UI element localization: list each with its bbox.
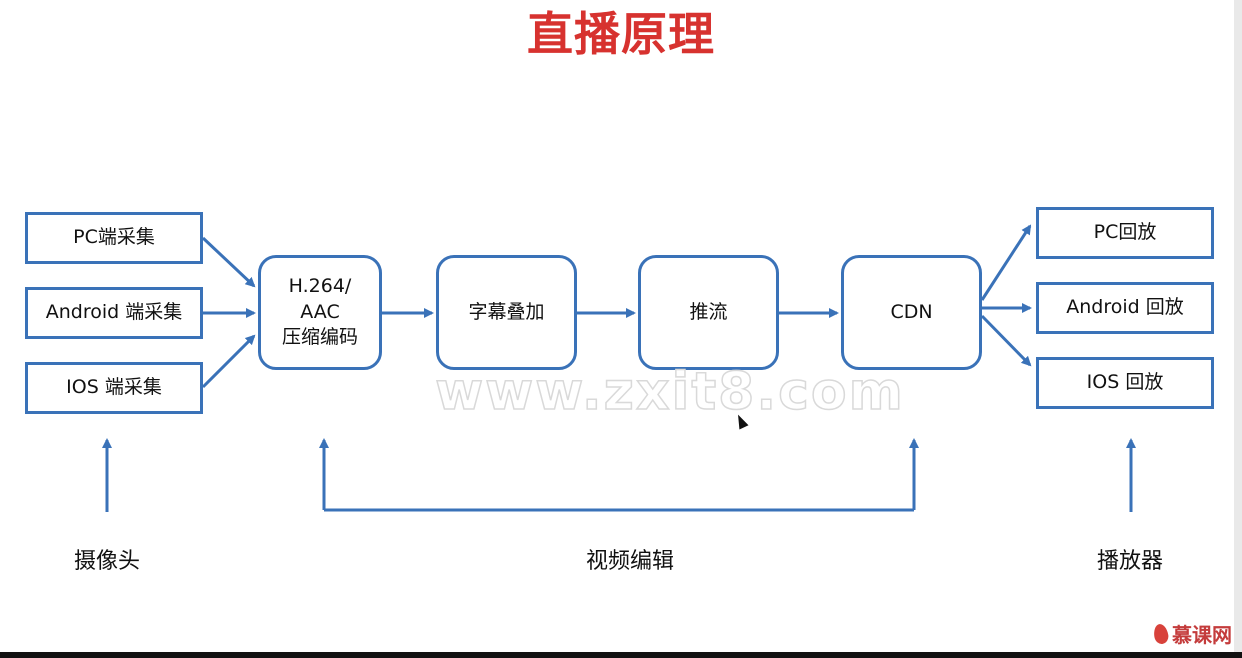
source-ios-label: IOS 端采集 [66, 376, 162, 399]
camera-label: 摄像头 [73, 549, 140, 574]
output-android-box: Android 回放 [1036, 282, 1214, 334]
source-ios-box: IOS 端采集 [25, 362, 203, 414]
output-ios-label: IOS 回放 [1086, 371, 1164, 394]
output-pc-label: PC回放 [1093, 221, 1157, 244]
encode-label: H.264/ AAC 压缩编码 [281, 275, 358, 349]
flame-icon [1152, 622, 1170, 645]
arrow-ios-to-encode [201, 334, 256, 389]
subtitle-label: 字幕叠加 [468, 300, 545, 323]
player-label: 播放器 [1096, 549, 1163, 574]
output-android-label: Android 回放 [1066, 296, 1184, 319]
source-pc-box: PC端采集 [25, 212, 203, 264]
slide-title: 直播原理 [527, 7, 715, 61]
cdn-label: CDN [890, 300, 933, 323]
output-ios-box: IOS 回放 [1036, 357, 1214, 409]
push-label: 推流 [689, 300, 728, 323]
subtitle-box: 字幕叠加 [436, 255, 577, 370]
right-edge-strip [1234, 0, 1242, 658]
output-pc-box: PC回放 [1036, 207, 1214, 259]
brand-text: 慕课网 [1172, 623, 1232, 647]
bottom-edge-bar [0, 652, 1242, 658]
source-android-label: Android 端采集 [45, 301, 183, 324]
source-android-box: Android 端采集 [25, 287, 203, 339]
source-pc-label: PC端采集 [73, 226, 155, 249]
brand-logo: 慕课网 [1152, 619, 1232, 648]
push-box: 推流 [638, 255, 779, 370]
arrow-cdn-to-pc [980, 224, 1032, 301]
cdn-box: CDN [841, 255, 982, 370]
video-edit-label: 视频编辑 [585, 549, 674, 574]
arrow-pc-to-encode [201, 236, 256, 288]
arrow-cdn-to-ios [980, 314, 1032, 367]
encode-box: H.264/ AAC 压缩编码 [258, 255, 382, 370]
